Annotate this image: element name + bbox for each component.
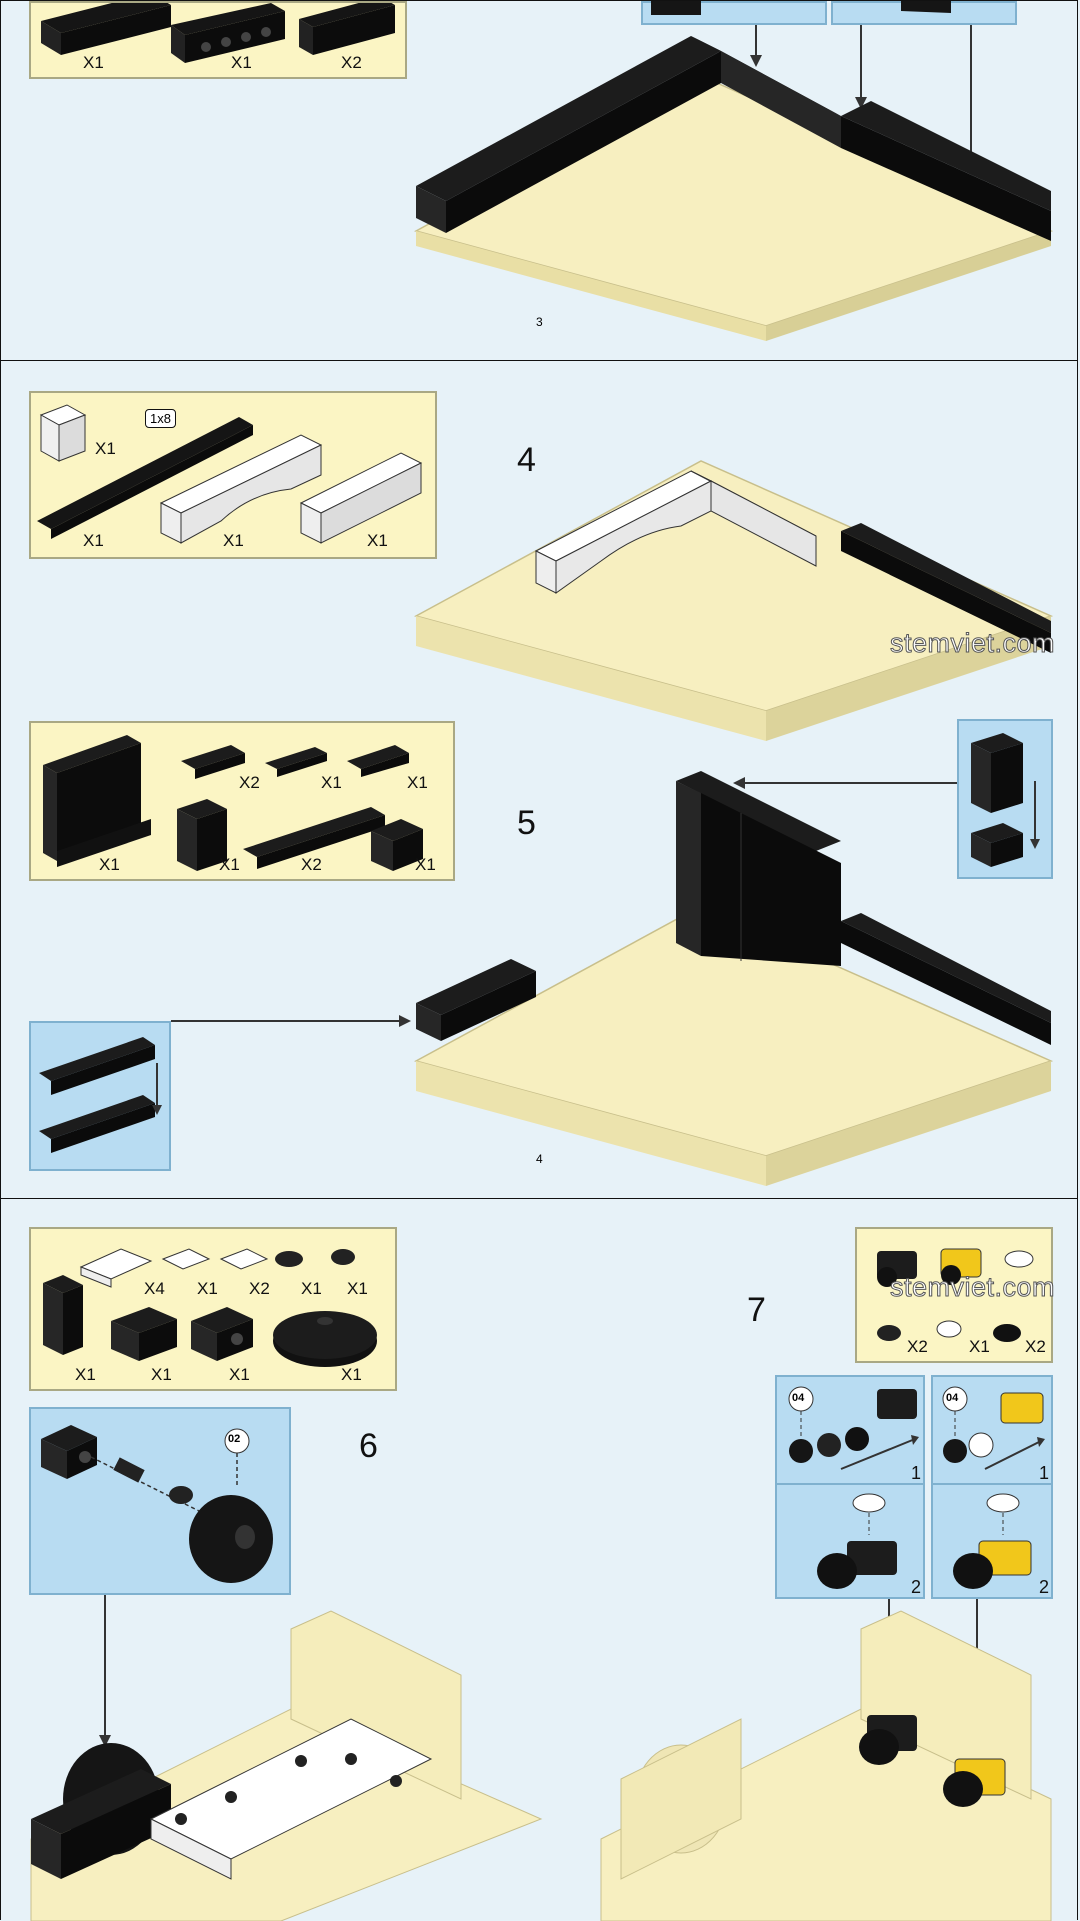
part-qty: X1 (969, 1337, 990, 1356)
step-7-callout-bottom-right: 2 (931, 1483, 1053, 1599)
step-5-parts-box: X2 X1 X1 X1 X1 X2 X1 (29, 721, 455, 881)
part-qty: X1 (219, 855, 240, 874)
steps-6-7-panel: X4 X1 X2 X1 X1 X1 X1 X1 X1 (0, 1198, 1078, 1921)
step-3-parts-box: X1 X1 X2 (29, 0, 407, 79)
part-qty: X1 (301, 1279, 322, 1298)
page-number: 3 (536, 315, 543, 329)
step-5-parts-drawing (43, 735, 423, 871)
step-number: 5 (517, 804, 536, 842)
part-qty: X1 (321, 773, 342, 792)
step-5-assembly: 4 (171, 771, 1054, 1186)
watermark: stemviet.com (889, 628, 1056, 659)
sub-assembly-badge: 04 (792, 1392, 805, 1404)
steps-4-5-panel: 1x8 X1 X1 X1 X1 4 (0, 360, 1078, 1200)
size-tag: 1x8 (145, 409, 176, 428)
sub-assembly-badge: 04 (946, 1392, 959, 1404)
step-7-callout-top-left: 04 1 (775, 1375, 925, 1487)
step-7-parts-drawing (877, 1248, 1034, 1342)
step-4-parts-drawing (37, 404, 423, 544)
step-number: 4 (517, 441, 536, 479)
part-qty: X1 (95, 439, 116, 458)
part-qty: X2 (1025, 1337, 1046, 1356)
part-qty: X1 (407, 773, 428, 792)
part-qty: X1 (415, 855, 436, 874)
part-qty: X1 (151, 1365, 172, 1384)
step-3-parts-drawing (41, 0, 395, 63)
step-5-callout-bottom-left (29, 1021, 171, 1171)
sub-assembly-badge: 02 (228, 1433, 241, 1445)
step-4-assembly (413, 460, 1054, 741)
sub-step-number: 2 (1039, 1577, 1050, 1597)
step-number: 6 (359, 1427, 378, 1465)
part-qty: X1 (83, 53, 104, 72)
part-qty: X2 (341, 53, 362, 72)
part-qty: X1 (197, 1279, 218, 1298)
step-4-parts-box: 1x8 X1 X1 X1 X1 (29, 391, 437, 559)
part-qty: X1 (229, 1365, 250, 1384)
part-qty: X2 (249, 1279, 270, 1298)
part-qty: X1 (341, 1365, 362, 1384)
step-7-callout-bottom-left: 2 (775, 1483, 925, 1599)
part-qty: X1 (367, 531, 388, 550)
sub-step-number: 2 (911, 1577, 922, 1597)
page-number: 4 (536, 1152, 543, 1166)
part-qty: X1 (83, 531, 104, 550)
part-qty: X2 (907, 1337, 928, 1356)
part-qty: X1 (231, 53, 252, 72)
step-6-parts-drawing (43, 1248, 377, 1367)
step-number: 7 (747, 1291, 766, 1329)
part-qty: X1 (347, 1279, 368, 1298)
part-qty: X1 (99, 855, 120, 874)
step-3-panel: X1 X1 X2 (0, 0, 1078, 362)
sub-step-number: 1 (911, 1463, 922, 1483)
step-7-parts-box: X2 X1 X2 (855, 1227, 1053, 1363)
part-qty: X2 (301, 855, 322, 874)
part-qty: X2 (239, 773, 260, 792)
step-5-callout-top-right (957, 719, 1053, 879)
step-3-callout-right (831, 1, 1017, 25)
part-qty: X1 (223, 531, 244, 550)
step-6-callout: 02 (29, 1407, 291, 1595)
step-3-assembly: 3 (413, 1, 1054, 341)
steps-6-7-assembly (30, 1595, 1052, 1921)
part-qty: X1 (75, 1365, 96, 1384)
watermark: stemviet.com (889, 1272, 1056, 1303)
sub-step-number: 1 (1039, 1463, 1050, 1483)
part-qty: X4 (144, 1279, 165, 1298)
step-6-parts-box: X4 X1 X2 X1 X1 X1 X1 X1 X1 (29, 1227, 397, 1391)
